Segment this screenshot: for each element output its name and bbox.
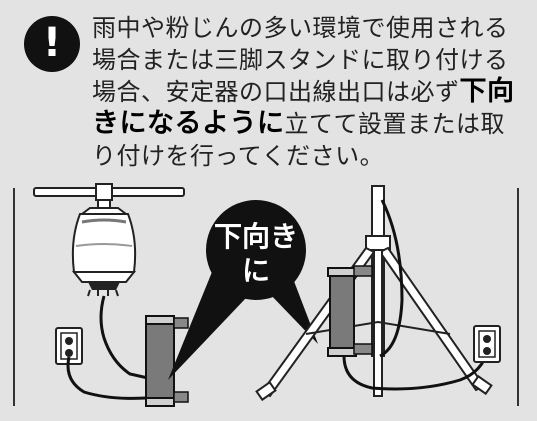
ceiling-rail: [33, 183, 185, 211]
warning-text: 雨中や粉じんの多い環境で使用される場合または三脚スタンドに取り付ける場合、安定器…: [92, 12, 524, 172]
callout-line1: 下向き: [214, 220, 298, 253]
illustration-frame-left: [13, 188, 15, 406]
lamp-cable-right: [379, 199, 404, 358]
warning-text-before: 雨中や粉じんの多い環境で使用される場合または三脚スタンドに取り付ける場合、安定器…: [92, 14, 509, 106]
lamp-cable-left: [99, 295, 149, 380]
hanging-lamp: [71, 207, 137, 297]
warning-text-after: 立てて設置または取り付けを行ってください。: [92, 110, 505, 170]
downward-callout: [168, 200, 318, 380]
warning-text-emphasis: 下向きになるように: [92, 76, 515, 139]
power-cable-right: [342, 349, 490, 391]
outlet-right-icon: [473, 325, 501, 363]
callout-line2: に: [242, 254, 270, 287]
illustration-frame-right: [517, 188, 519, 406]
ballast-right: [327, 265, 373, 357]
power-cable-left: [66, 356, 147, 400]
ballast-left: [145, 315, 189, 407]
exclamation-icon: !: [24, 16, 80, 72]
